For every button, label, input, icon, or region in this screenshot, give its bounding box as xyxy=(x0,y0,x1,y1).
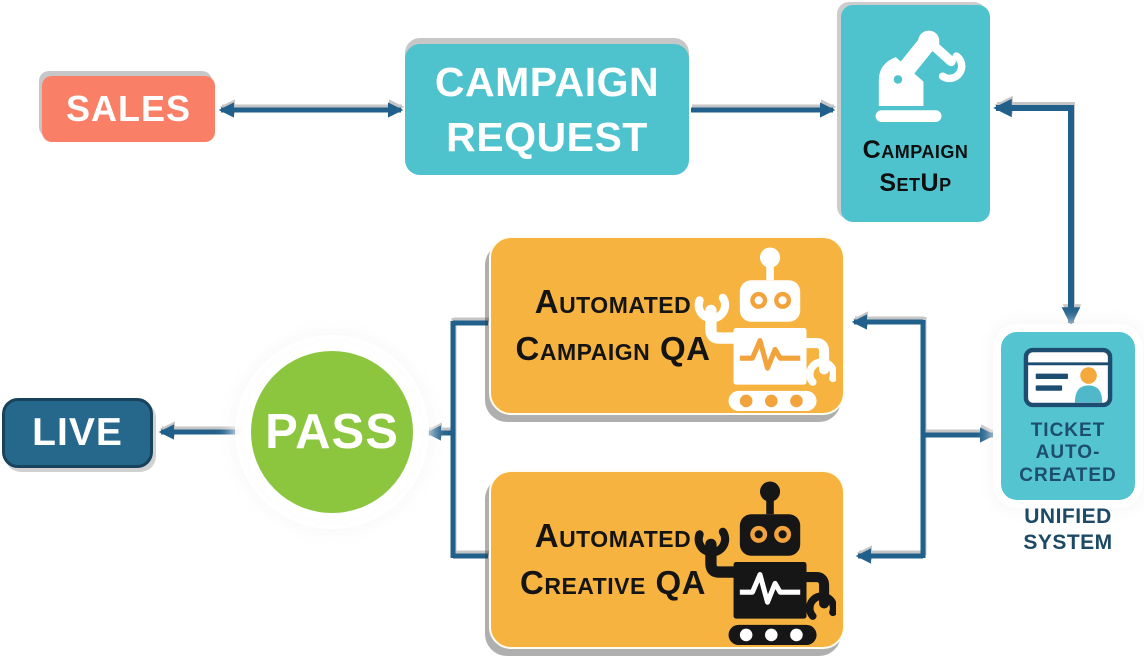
unified-line2: SYSTEM xyxy=(1023,531,1113,555)
node-pass: PASS xyxy=(244,344,420,520)
ticket-line1: TICKET xyxy=(1030,420,1106,441)
campaign-setup-line1: Campaign xyxy=(862,136,969,164)
campaign-qa-line2: Campaign QA xyxy=(515,329,711,367)
ticket-line3: CREATED xyxy=(1019,464,1117,486)
arrow-setup-ticket xyxy=(993,98,1081,326)
creative-qa-line2: Creative QA xyxy=(520,563,706,601)
node-live: LIVE xyxy=(2,398,153,468)
campaign-qa-line1: Automated xyxy=(534,282,692,320)
robot-icon xyxy=(693,477,837,646)
campaign-setup-line2: SetUp xyxy=(879,168,952,197)
node-campaign-setup: Campaign SetUp xyxy=(841,5,990,222)
sales-label: SALES xyxy=(65,88,192,129)
ticket-line2: AUTO- xyxy=(1035,442,1101,464)
campaign-request-line1: CAMPAIGN xyxy=(434,59,660,106)
creative-qa-line1: Automated xyxy=(534,516,692,554)
node-sales: SALES xyxy=(42,76,215,142)
ticket-id-card-icon xyxy=(1023,347,1113,413)
node-ticket-auto-created: TICKET AUTO- CREATED xyxy=(1001,332,1135,500)
node-campaign-request: CAMPAIGN REQUEST xyxy=(405,44,689,175)
pass-label: PASS xyxy=(265,405,399,459)
node-automated-creative-qa: Automated Creative QA xyxy=(489,470,845,649)
unified-system-label: UNIFIED SYSTEM xyxy=(988,504,1144,557)
campaign-request-line2: REQUEST xyxy=(446,113,648,160)
unified-line1: UNIFIED xyxy=(1024,505,1112,528)
node-automated-campaign-qa: Automated Campaign QA xyxy=(489,236,845,415)
live-label: LIVE xyxy=(32,411,123,454)
robot-icon xyxy=(693,243,837,412)
robot-arm-icon xyxy=(860,21,972,128)
